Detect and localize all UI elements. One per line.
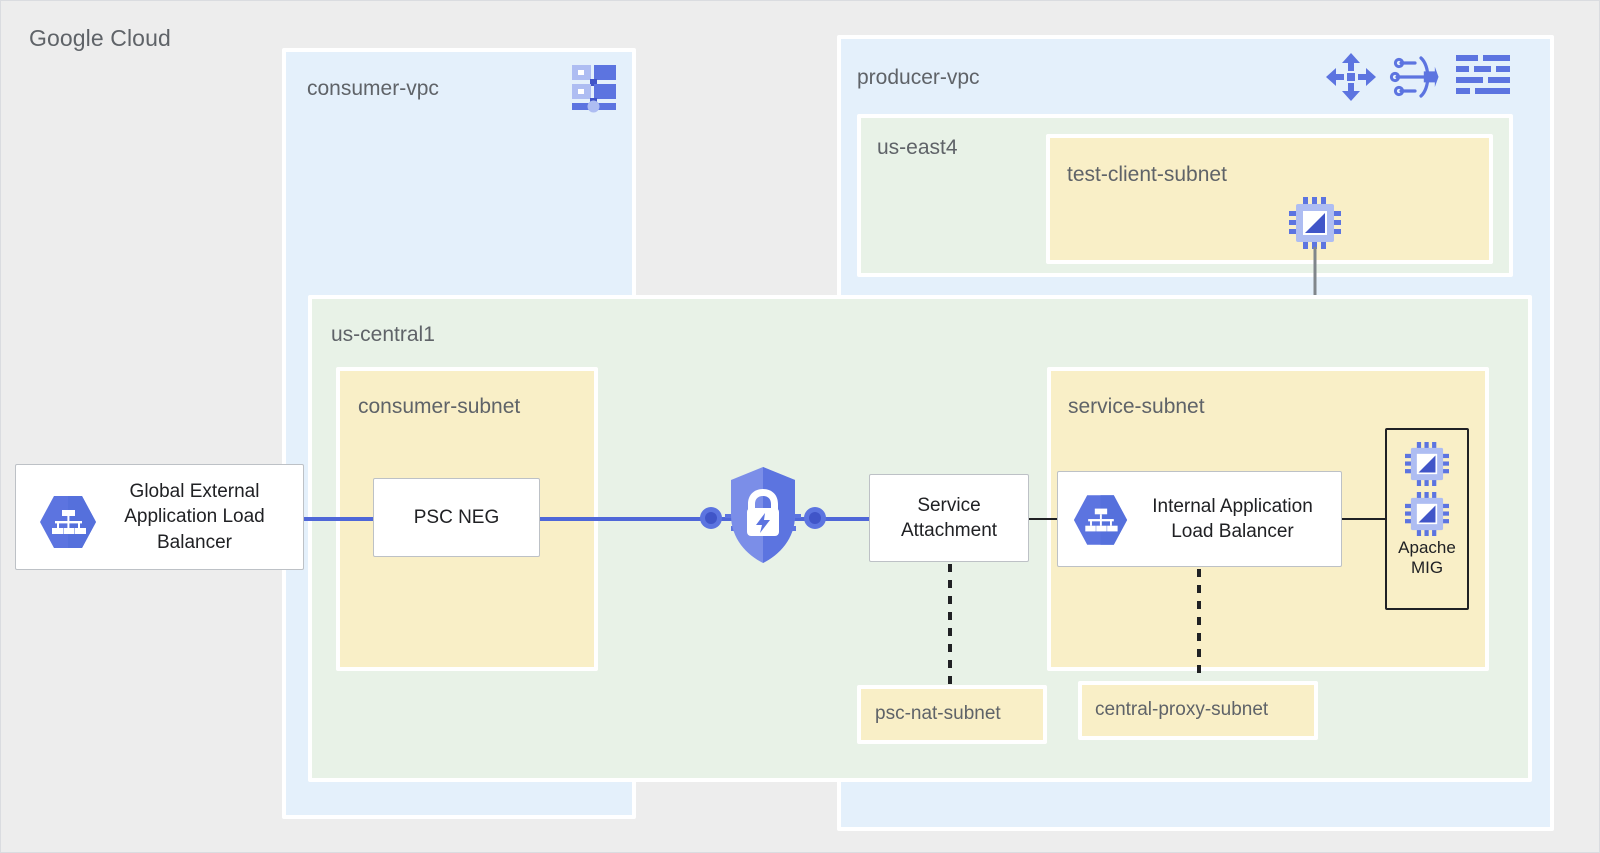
consumer-vpc-label: consumer-vpc (307, 77, 439, 100)
mig-line-1: Apache (1398, 538, 1456, 557)
apache-mig-label: Apache MIG (1398, 538, 1456, 577)
central-proxy-subnet (1078, 681, 1318, 740)
lb-line-2: Application Load (124, 506, 265, 528)
ilb-to-mig-wire (1339, 518, 1387, 520)
load-balancer-icon (1389, 52, 1443, 102)
apache-mig-group[interactable]: Apache MIG (1385, 428, 1469, 610)
vpc-network-icon (1455, 52, 1511, 102)
global-external-load-balancer-card[interactable]: Global External Application Load Balance… (15, 464, 304, 570)
us-central1-label: us-central1 (331, 323, 435, 346)
us-east4-label: us-east4 (877, 136, 958, 159)
psc-neg-card[interactable]: PSC NEG (373, 478, 540, 557)
psc-shield-lock-icon (700, 463, 826, 573)
vpc-network-icon (566, 61, 620, 113)
test-client-subnet-label: test-client-subnet (1067, 163, 1227, 186)
vm-chip-icon (1405, 492, 1449, 536)
ilb-to-proxy-subnet-dotted-line (1197, 569, 1201, 684)
service-attachment-label: Service Attachment (901, 493, 997, 543)
load-balancer-hex-icon (1072, 494, 1129, 546)
service-subnet-label: service-subnet (1068, 395, 1205, 418)
ilb-line-2: Load Balancer (1171, 521, 1294, 542)
attachment-to-nat-subnet-dotted-line (948, 564, 952, 686)
traffic-director-icon (1325, 52, 1377, 102)
psc-nat-subnet (857, 685, 1047, 744)
service-attachment-card[interactable]: Service Attachment (869, 474, 1029, 562)
global-external-load-balancer-label: Global External Application Load Balance… (28, 479, 303, 554)
psc-neg-label: PSC NEG (413, 506, 500, 528)
psc-nat-subnet-label: psc-nat-subnet (875, 703, 1001, 724)
ilb-line-1: Internal Application (1152, 495, 1313, 517)
consumer-subnet-label: consumer-subnet (358, 395, 521, 418)
lb-line-3: Balancer (157, 531, 232, 553)
sa-line-2: Attachment (900, 520, 998, 541)
lb-line-1: Global External (129, 481, 260, 503)
sa-line-1: Service (917, 494, 981, 516)
central-proxy-subnet-label: central-proxy-subnet (1095, 699, 1269, 720)
test-client-subnet (1046, 134, 1493, 264)
vm-chip-icon (1289, 197, 1341, 249)
mig-line-2: MIG (1410, 557, 1444, 577)
producer-vpc-label: producer-vpc (857, 66, 980, 89)
page-title: Google Cloud (29, 25, 171, 51)
internal-load-balancer-card[interactable]: Internal Application Load Balancer (1057, 471, 1342, 567)
vm-chip-icon (1405, 442, 1449, 486)
load-balancer-hex-icon (38, 495, 98, 549)
internal-load-balancer-label: Internal Application Load Balancer (1070, 494, 1341, 544)
